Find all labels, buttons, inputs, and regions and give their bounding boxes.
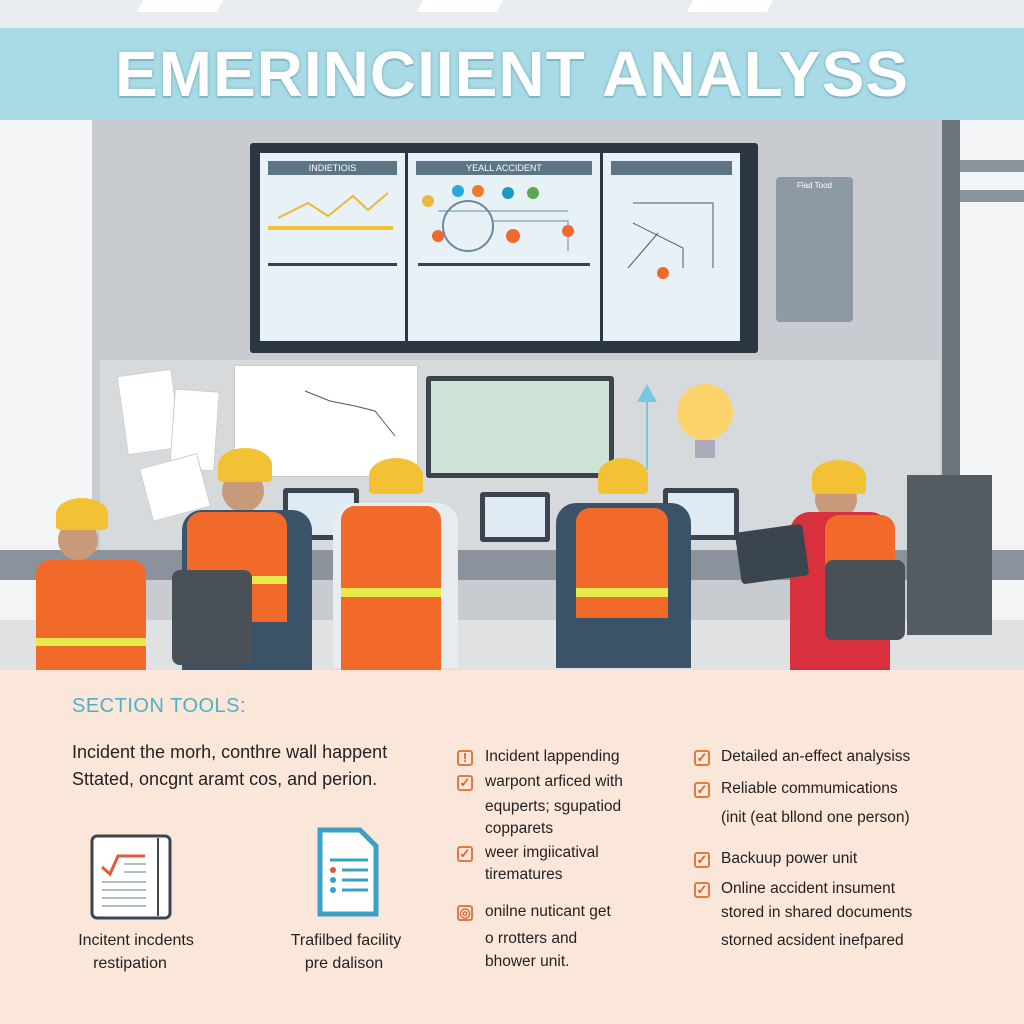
section-heading: SECTION TOOLS: — [72, 695, 247, 717]
pipe — [942, 120, 960, 490]
screen-panel-trends: INDIETIOIS — [260, 153, 405, 341]
panel-title — [611, 161, 732, 175]
ceiling-light — [416, 0, 504, 12]
page-title: EMERINCIIENT ANALYSS — [114, 38, 910, 110]
lightbulb-icon — [677, 384, 733, 458]
checklist-item: Reliable commumications — [721, 780, 898, 797]
checklist-item-cont: (init (eat bllond one person) — [721, 809, 910, 826]
laptop — [480, 492, 550, 542]
flow-diagram-icon — [627, 202, 714, 279]
tablet — [734, 523, 810, 585]
hard-hat-icon — [218, 448, 272, 482]
cabinet — [907, 475, 992, 635]
checklist-item-cont: tirematures — [485, 866, 563, 883]
checklist-item: Backuup power unit — [721, 850, 858, 867]
checklist-item: onilne nuticant get — [485, 903, 611, 920]
notebook-check-icon — [90, 834, 172, 920]
hard-hat-icon — [598, 458, 648, 494]
dashboard-monitor — [426, 376, 614, 478]
control-room-illustration: INDIETIOIS YEALL ACCIDENT — [0, 120, 1024, 672]
chair — [172, 570, 252, 665]
ceiling-light — [136, 0, 224, 12]
line-chart-icon — [268, 192, 393, 230]
checkbox-checked-icon: ✓ — [694, 782, 710, 798]
panel-title: INDIETIOIS — [268, 161, 397, 175]
screen-panel-flow — [603, 153, 740, 341]
checklist-item: warpont arficed with — [485, 773, 623, 790]
process-diagram-icon — [422, 185, 574, 252]
checklist-item: weer imgiicatival — [485, 844, 599, 861]
section-paragraph: Sttated, oncgnt aramt cos, and perion. — [72, 769, 378, 789]
info-icon: ! — [457, 750, 473, 766]
section-paragraph: Incident the morh, conthre wall happent — [72, 742, 388, 762]
hard-hat-icon — [56, 498, 108, 530]
lamp-icon — [637, 384, 657, 470]
checklist-item-cont: stored in shared documents — [721, 904, 913, 921]
panel-title: YEALL ACCIDENT — [416, 161, 592, 175]
checkbox-checked-icon: ✓ — [694, 750, 710, 766]
hard-hat-icon — [812, 460, 866, 494]
checkbox-checked-icon: ✓ — [457, 775, 473, 791]
checklist-item-cont: copparets — [485, 820, 554, 837]
gear-icon: ◎ — [457, 905, 473, 921]
checklist-item-cont: storned acsident inefpared — [721, 932, 904, 949]
checklist-item: Detailed an-effect analysiss — [721, 748, 911, 765]
timeline — [268, 263, 397, 266]
pipe — [960, 190, 1024, 202]
tool-caption: Trafilbed facility — [290, 932, 402, 949]
checkbox-checked-icon: ✓ — [457, 846, 473, 862]
tool-caption: pre dalison — [304, 955, 384, 972]
checkbox-checked-icon: ✓ — [694, 852, 710, 868]
hard-hat-icon — [369, 458, 423, 494]
ceiling — [0, 0, 1024, 30]
ceiling-light — [686, 0, 774, 12]
wall-display: INDIETIOIS YEALL ACCIDENT — [250, 143, 758, 353]
checklist-item-cont: equperts; sgupatiod — [485, 798, 622, 815]
timeline — [418, 263, 590, 266]
screen-panel-accident-map: YEALL ACCIDENT — [408, 153, 600, 341]
tool-caption: restipation — [93, 955, 167, 972]
pipe — [960, 160, 1024, 172]
checkbox-checked-icon: ✓ — [694, 882, 710, 898]
checklist-item: Online accident insument — [721, 880, 896, 897]
checklist-item-cont: o rrotters and — [485, 930, 578, 947]
checklist-item-cont: bhower unit. — [485, 953, 570, 970]
title-banner: EMERINCIIENT ANALYSS — [0, 28, 1024, 120]
checklist-item: Incident lappending — [485, 748, 620, 765]
tool-caption: Incitent incdents — [78, 932, 194, 949]
side-panel-title: Flad Tood — [797, 181, 832, 190]
side-info-panel: Flad Tood — [776, 177, 853, 322]
checklist-document-icon — [317, 827, 379, 917]
